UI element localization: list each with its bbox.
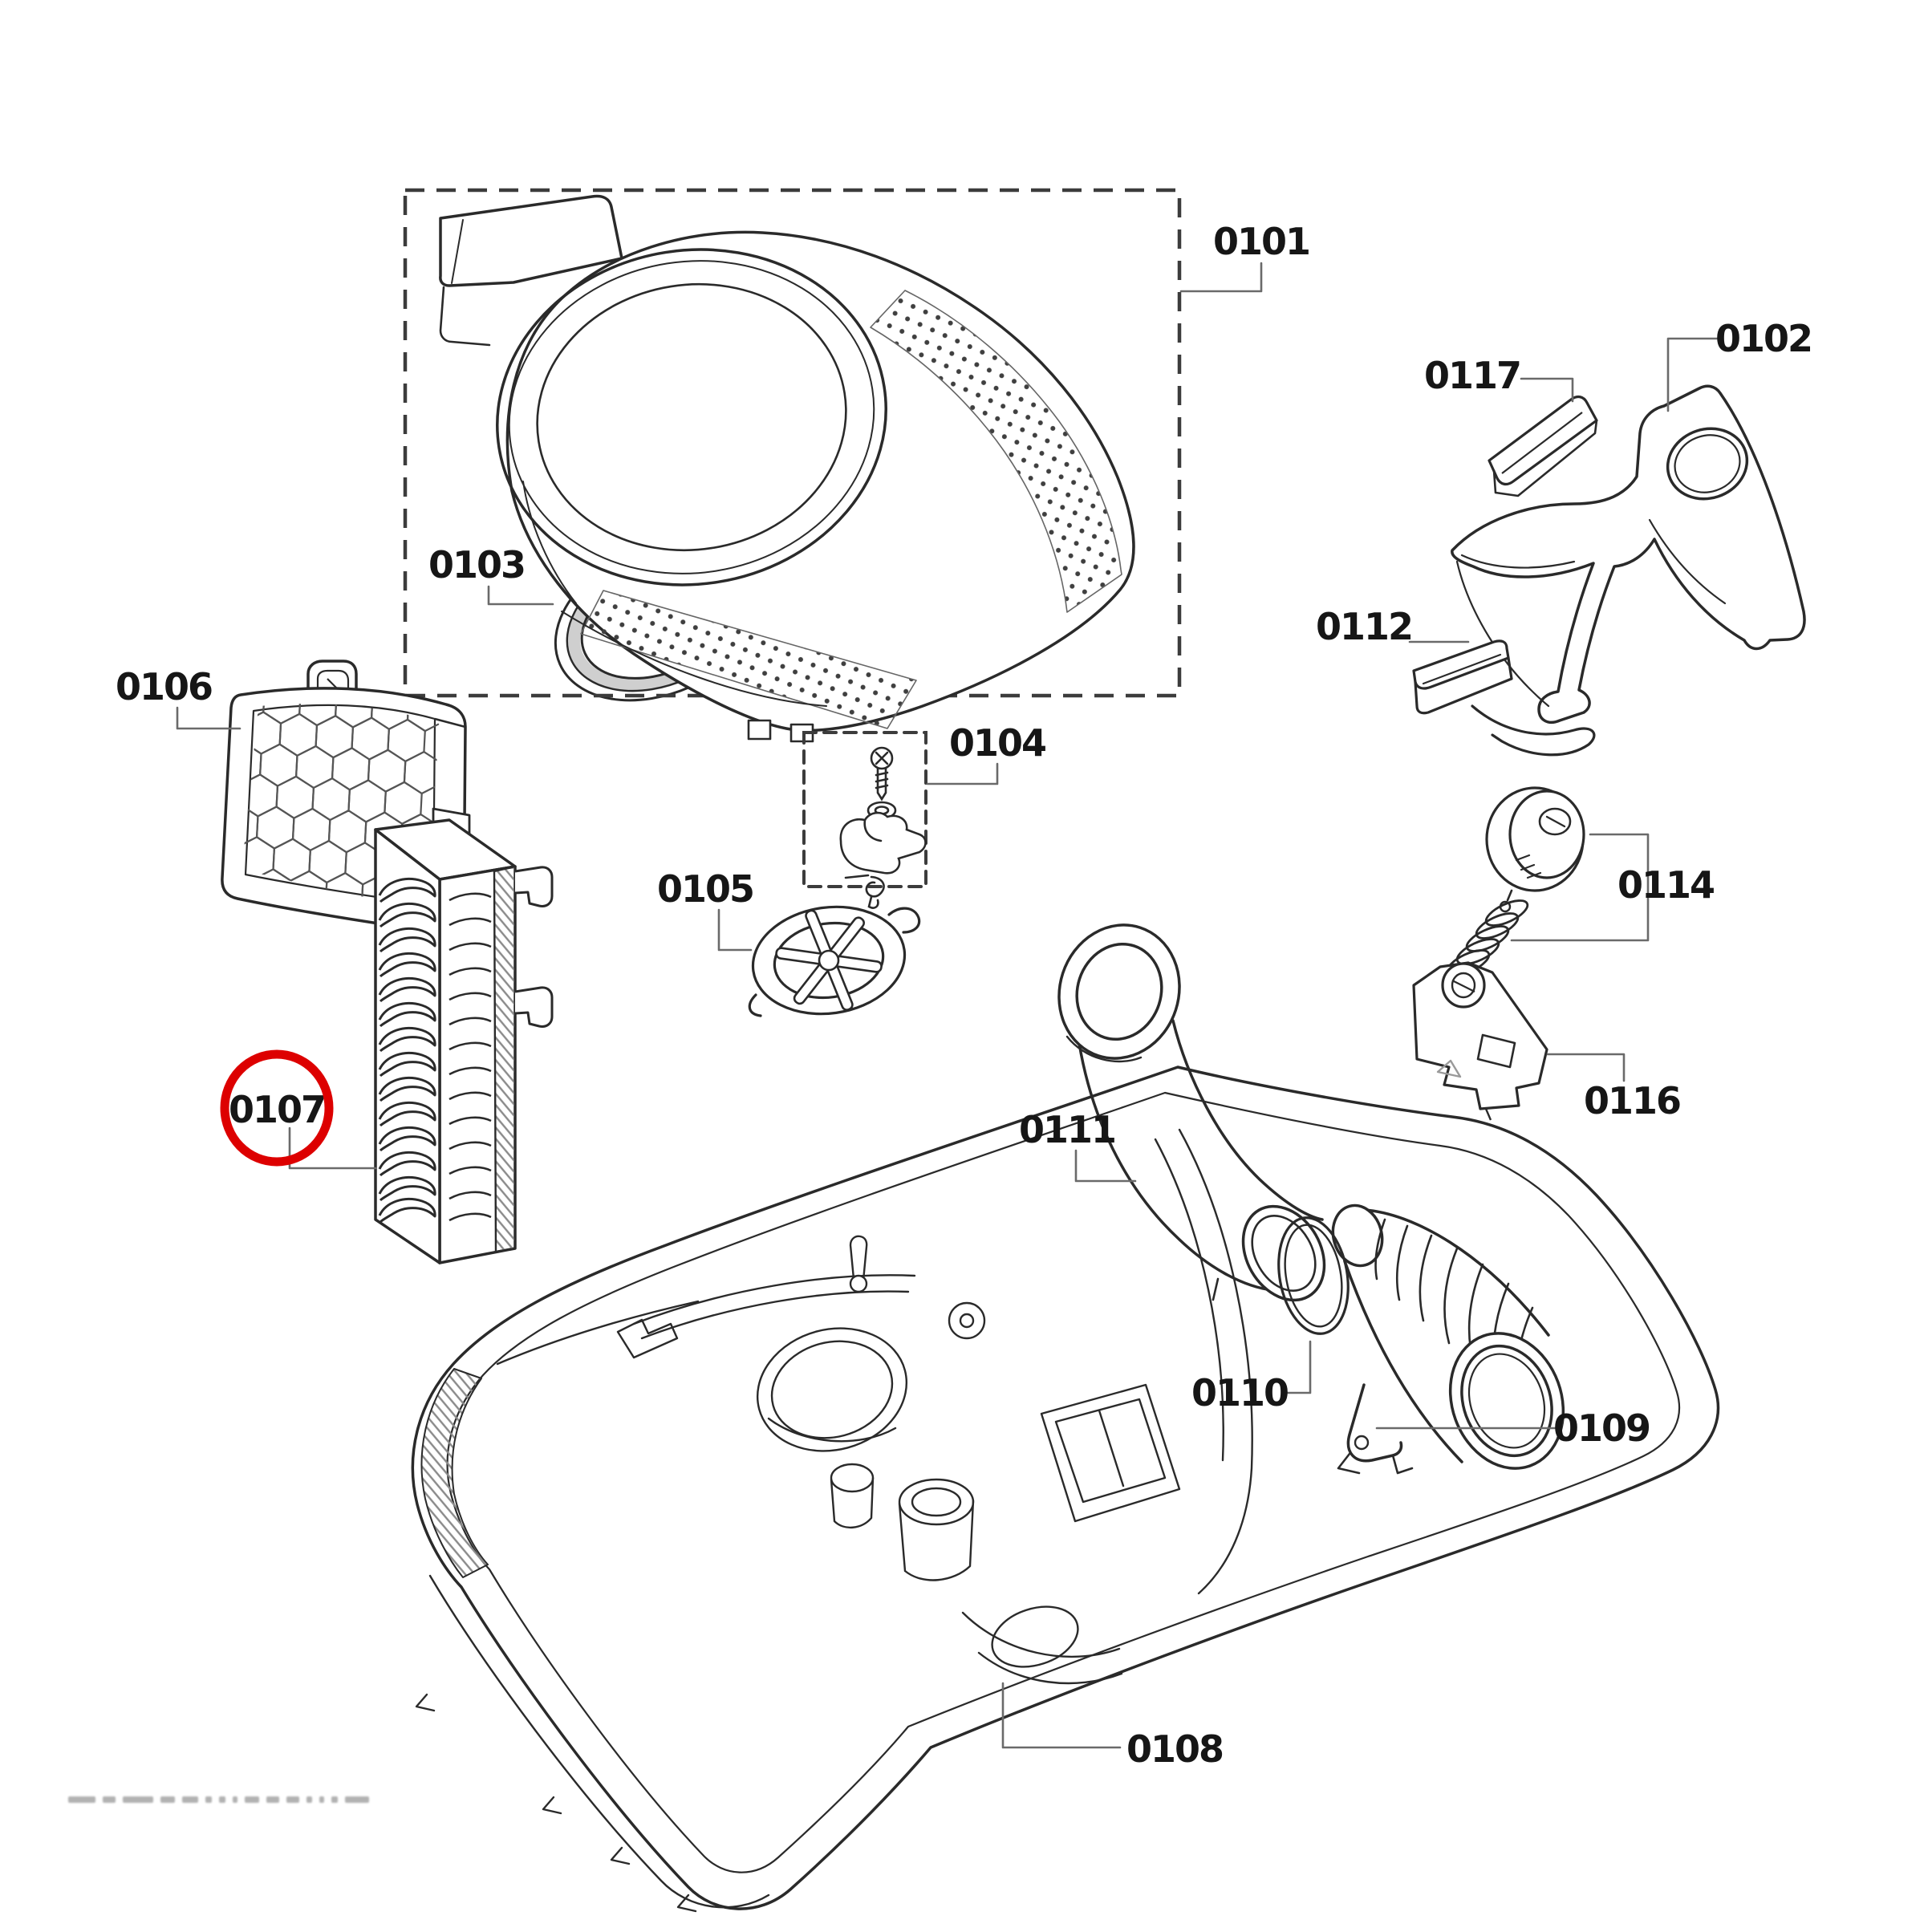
leader-lines [176, 262, 1722, 1749]
part-0114-knob-spring [1446, 786, 1585, 976]
leader-0103 [487, 585, 554, 606]
leader-0106 [176, 706, 242, 730]
part-label-0102: 0102 [1715, 317, 1812, 360]
part-label-0111: 0111 [1019, 1108, 1115, 1151]
part-label-0110: 0110 [1191, 1371, 1288, 1414]
part-label-0104: 0104 [949, 721, 1045, 765]
part-0108-lower-housing [411, 1065, 1720, 1913]
highlight-circle-0107 [220, 1049, 334, 1167]
leader-0116 [1546, 1053, 1626, 1082]
leader-0105 [717, 908, 753, 952]
leader-0102 [1666, 337, 1722, 412]
part-0117-pad [1488, 395, 1598, 497]
part-0107-pleated-filter [374, 818, 554, 1264]
footer-stamp-marks [68, 1796, 376, 1804]
part-label-0112: 0112 [1316, 605, 1412, 648]
part-0116-bracket [1412, 961, 1548, 1121]
part-0104-fastener-set [802, 731, 927, 909]
part-label-0108: 0108 [1126, 1727, 1223, 1771]
part-label-0103: 0103 [428, 543, 525, 586]
leader-0110 [1283, 1340, 1312, 1394]
part-label-0117: 0117 [1424, 354, 1520, 397]
part-label-0107: 0107 [229, 1088, 325, 1131]
part-0110-clamp-ring [1277, 1216, 1350, 1335]
part-0111-curved-hose [1057, 923, 1326, 1302]
part-label-0106: 0106 [116, 665, 212, 708]
part-label-0116: 0116 [1584, 1079, 1680, 1122]
part-0102-handle-cover [1451, 384, 1806, 724]
leader-0111 [1074, 1149, 1137, 1183]
part-label-0105: 0105 [657, 867, 753, 911]
leader-0117 [1520, 377, 1574, 403]
part-0101-upper-cover [439, 194, 1135, 743]
part-label-0109: 0109 [1553, 1406, 1650, 1450]
part-0105-rotary-cap [748, 905, 921, 1017]
part-labels: 0101 0102 0103 0104 0105 0106 0107 0108 … [116, 220, 1813, 1771]
part-0112-latch [1412, 639, 1596, 757]
leader-0108 [1001, 1682, 1122, 1749]
part-0109-bellows-connector [1331, 1203, 1565, 1475]
leader-0104 [926, 762, 999, 785]
leader-0114 [1510, 833, 1650, 942]
leader-0107 [288, 1126, 377, 1170]
leader-0101 [1179, 262, 1263, 293]
part-label-0114: 0114 [1617, 863, 1714, 907]
part-label-0101: 0101 [1213, 220, 1309, 263]
